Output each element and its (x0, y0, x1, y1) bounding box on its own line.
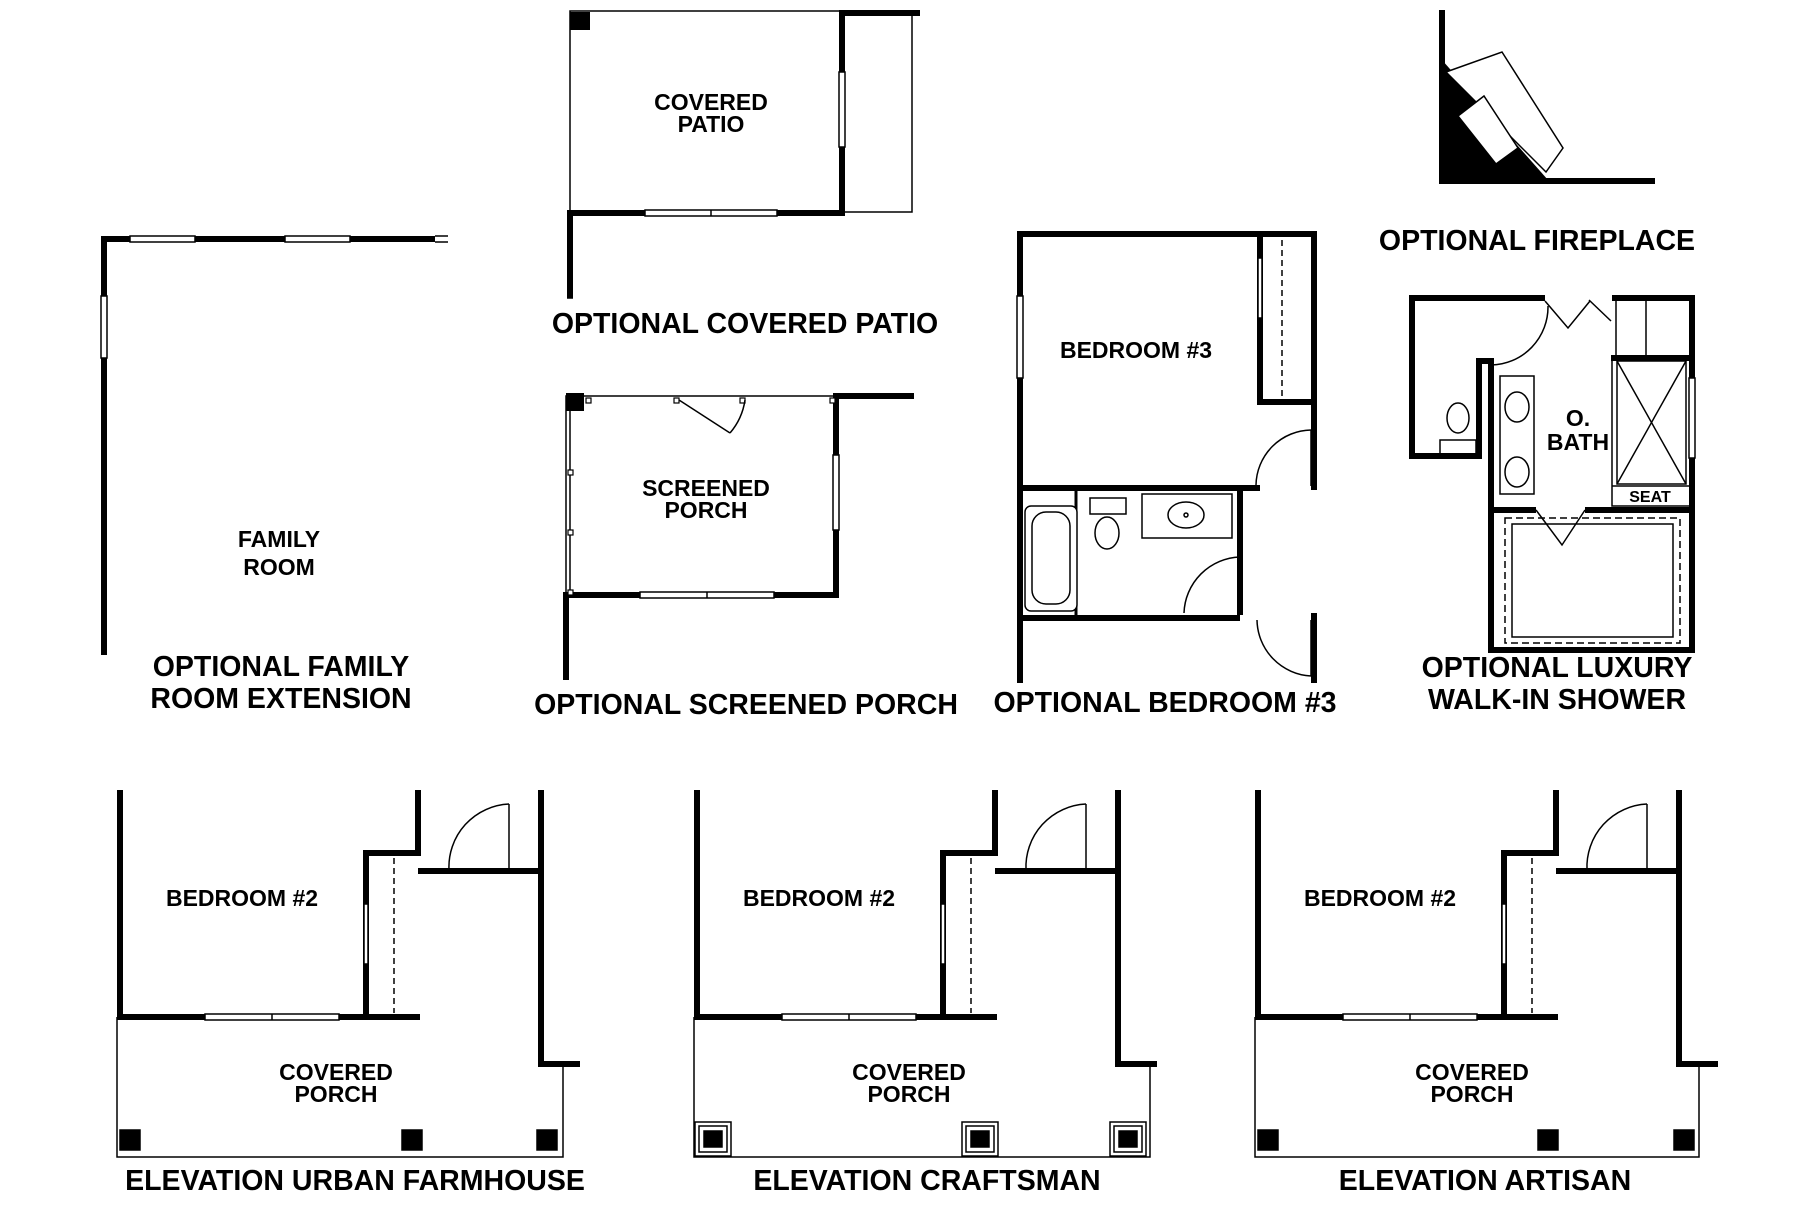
porch-column (401, 1129, 423, 1151)
covered-patio-caption: OPTIONAL COVERED PATIO (552, 308, 938, 340)
elevation-window (1342, 1013, 1478, 1021)
porch-column (1537, 1129, 1559, 1151)
covered-patio-windows (567, 71, 846, 299)
family-room-extension-plan: FAMILY ROOM OPTIONAL FAMILY ROOM EXTENSI… (100, 235, 448, 715)
porch-column (961, 1121, 999, 1157)
porch-column (694, 1121, 732, 1157)
toilet (1446, 402, 1470, 434)
porch-column (1673, 1129, 1695, 1151)
toilet-tank (1089, 497, 1127, 515)
linen-closet (1615, 299, 1647, 357)
bedroom2-label: BEDROOM #2 (1304, 885, 1456, 911)
elevation-closet (363, 858, 395, 1013)
elevation-porch (116, 1017, 564, 1158)
elevation-porch (693, 1017, 1151, 1158)
bedroom3-caption: OPTIONAL BEDROOM #3 (993, 687, 1336, 719)
elevation-window (781, 1013, 917, 1021)
double-vanity (1499, 375, 1535, 495)
porch-column (536, 1129, 558, 1151)
luxury-shower-caption-line1: OPTIONAL LUXURY (1422, 652, 1693, 684)
covered-patio-label-line1: COVERED (654, 89, 768, 115)
elevation-craftsman: BEDROOM #2 COVERED PORCH ELEVATION CRAFT… (693, 790, 1157, 1197)
bedroom3-label: BEDROOM #3 (1060, 337, 1212, 363)
family-room-caption-line1: OPTIONAL FAMILY (153, 651, 410, 683)
screened-porch-label-line2: PORCH (664, 497, 747, 523)
luxury-shower-details (1439, 299, 1691, 644)
elevation-caption: ELEVATION CRAFTSMAN (753, 1165, 1100, 1197)
screened-porch-walls (563, 393, 914, 680)
covered-patio-plan: COVERED PATIO OPTIONAL COVERED PATIO (552, 10, 938, 340)
bedroom3-doors (1183, 429, 1312, 677)
covered-porch-label-line2: PORCH (294, 1081, 377, 1107)
covered-patio-label-line2: PATIO (678, 111, 745, 137)
vanity-sink-2 (1504, 456, 1530, 488)
covered-porch-label-line2: PORCH (867, 1081, 950, 1107)
covered-porch-label-line2: PORCH (1430, 1081, 1513, 1107)
bath-door-swing (1544, 300, 1591, 330)
toilet (1094, 516, 1120, 550)
bedroom2-label: BEDROOM #2 (166, 885, 318, 911)
entry-door (448, 803, 510, 871)
elevation-closet (1501, 858, 1533, 1013)
elevation-urban-farmhouse: BEDROOM #2 COVERED PORCH ELEVATION URBAN… (116, 790, 585, 1197)
porch-column (1257, 1129, 1279, 1151)
screened-porch-windows (639, 454, 840, 599)
covered-patio-walls (567, 10, 920, 298)
family-room-windows (100, 235, 448, 359)
bedroom3-closet (1257, 240, 1283, 398)
elevation-porch (1254, 1017, 1700, 1158)
obath-label-line2: BATH (1547, 429, 1609, 455)
elevation-walls (117, 790, 580, 1067)
fireplace-box (1444, 51, 1564, 174)
bedroom3-plan: BEDROOM #3 OPTIONAL BEDROOM #3 (993, 231, 1337, 719)
toilet-tank (1439, 439, 1477, 455)
porch-column (119, 1129, 141, 1151)
covered-porch-label-line1: COVERED (1415, 1059, 1529, 1085)
screened-porch-label-line1: SCREENED (642, 475, 770, 501)
fireplace-plan: OPTIONAL FIREPLACE (1379, 10, 1695, 257)
elevation-window (204, 1013, 340, 1021)
vanity-sink-1 (1504, 391, 1530, 423)
bathtub-outline (1504, 517, 1681, 644)
family-room-walls (101, 236, 435, 655)
shower-seat-label: SEAT (1629, 489, 1671, 506)
porch-post (566, 393, 584, 411)
screen-door (678, 399, 746, 434)
family-room-caption-line2: ROOM EXTENSION (150, 683, 411, 715)
bedroom3-walls (1017, 231, 1317, 683)
luxury-shower-walls (1409, 295, 1695, 653)
bedroom2-label: BEDROOM #2 (743, 885, 895, 911)
elevation-closet (940, 858, 972, 1013)
screened-porch-plan: SCREENED PORCH OPTIONAL SCREENED PORCH (534, 393, 958, 721)
elevation-walls (694, 790, 1157, 1067)
family-room-label-line2: ROOM (243, 554, 315, 580)
covered-porch-label-line1: COVERED (279, 1059, 393, 1085)
luxury-shower-caption-line2: WALK-IN SHOWER (1428, 684, 1686, 716)
porch-column (1109, 1121, 1147, 1157)
elevation-artisan: BEDROOM #2 COVERED PORCH ELEVATION ARTIS… (1254, 790, 1718, 1197)
fireplace-caption: OPTIONAL FIREPLACE (1379, 225, 1695, 257)
entry-door (1586, 803, 1648, 871)
luxury-shower-window (1688, 377, 1696, 459)
family-room-label-line1: FAMILY (238, 526, 320, 552)
screened-porch-caption: OPTIONAL SCREENED PORCH (534, 689, 958, 721)
elevation-caption: ELEVATION URBAN FARMHOUSE (125, 1165, 585, 1197)
covered-porch-label-line1: COVERED (852, 1059, 966, 1085)
entry-door (1025, 803, 1087, 871)
luxury-shower-plan: O. BATH SEAT OPTIONAL LUXURY WALK-IN SHO… (1409, 295, 1696, 716)
bedroom3-window (1016, 295, 1024, 379)
closet-door-swing (1490, 305, 1549, 366)
bath-fixtures (1024, 493, 1233, 612)
patio-post (570, 12, 590, 30)
obath-label-line1: O. (1566, 405, 1590, 431)
elevation-caption: ELEVATION ARTISAN (1339, 1165, 1631, 1197)
elevation-walls (1255, 790, 1718, 1067)
tub-door-swing (1535, 509, 1586, 547)
